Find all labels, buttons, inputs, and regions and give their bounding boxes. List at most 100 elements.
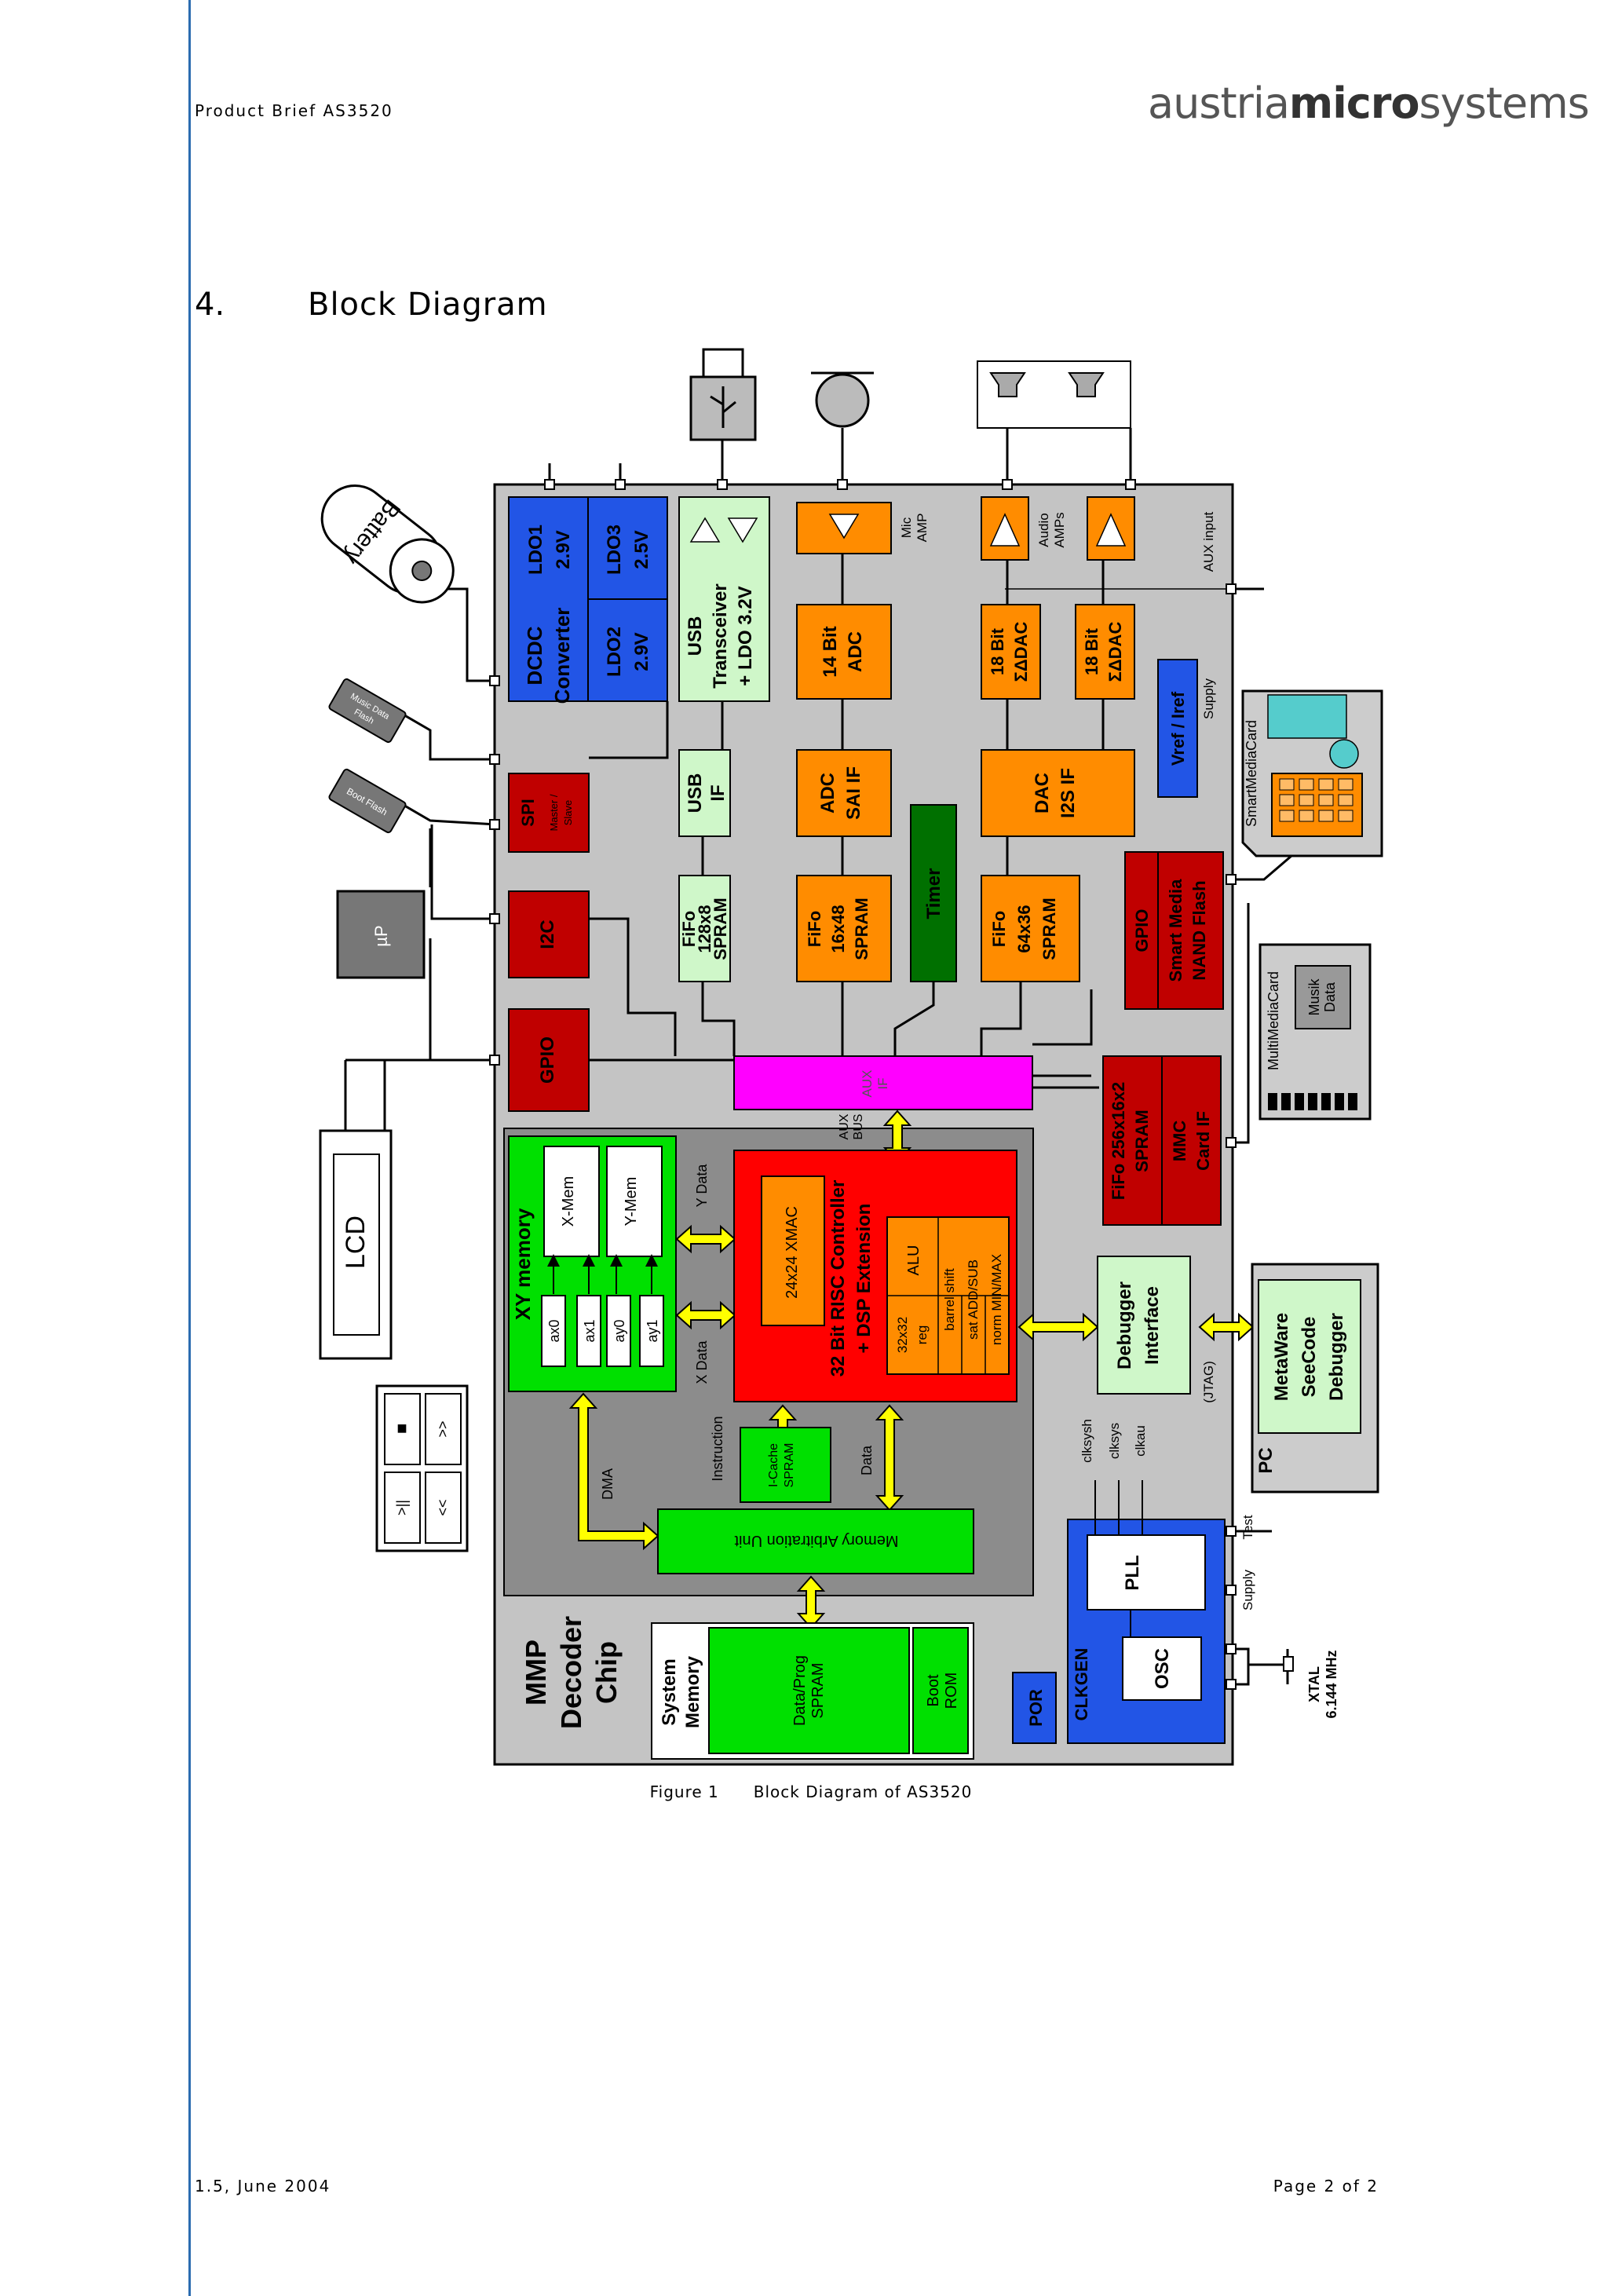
alu-func-2: sat ADD/SUB — [966, 1260, 981, 1340]
spi-block: SPI Master / Slave — [508, 773, 590, 853]
gpio-sm-label-2: Smart Media — [1166, 879, 1185, 982]
adc-14bit: 14 Bit ADC — [796, 604, 892, 700]
clkgen-label: CLKGEN — [1072, 1648, 1091, 1721]
xy-memory-label: XY memory — [511, 1208, 535, 1320]
ax1-label: ax1 — [582, 1319, 597, 1342]
battery: Battery — [320, 484, 455, 604]
margin-line — [188, 0, 191, 2296]
key-forward: >> — [435, 1420, 451, 1437]
usb-if: USB IF — [678, 749, 731, 837]
fifo64-label-2: 64x36 — [1014, 905, 1034, 952]
debugger-label-1: Debugger — [1114, 1281, 1135, 1369]
fifo64-label-3: SPRAM — [1039, 898, 1059, 960]
x-data-label: X Data — [694, 1340, 710, 1384]
footer-version: 1.5, June 2004 — [195, 2177, 331, 2195]
music-data-flash-chip: Music Data Flash — [328, 678, 407, 744]
fifo256-label-1: FiFo 256x16x2 — [1109, 1082, 1128, 1200]
xy-memory: XY memory X-Mem Y-Mem ax0 ax1 ay0 ay1 — [508, 1135, 677, 1392]
audio-amp-right — [1087, 496, 1135, 561]
footer-page: Page 2 of 2 — [1273, 2177, 1379, 2195]
dataprog-label-2: SPRAM — [809, 1662, 827, 1718]
alu-label: ALU — [905, 1245, 922, 1276]
company-logo: austriamicrosystems — [1148, 79, 1590, 128]
i2c-label: I2C — [537, 919, 558, 949]
bus-arrows — [568, 1110, 1255, 1629]
gpio-sm-label-3: NAND Flash — [1189, 880, 1209, 980]
xtal: XTAL 6.144 MHz — [1283, 1650, 1339, 1719]
usb-tx-label-3: + LDO 3.2V — [735, 586, 756, 686]
xtal-label-2: 6.144 MHz — [1324, 1650, 1339, 1718]
alu-func-1: barrel shift — [942, 1268, 957, 1331]
dma-label: DMA — [600, 1468, 616, 1500]
bootrom-label-1: Boot — [925, 1674, 942, 1707]
figure-label: Figure 1 — [649, 1782, 719, 1801]
pc-label: PC — [1255, 1447, 1277, 1473]
dac18a-label-1: 18 Bit — [988, 627, 1007, 675]
musik-label-2: Data — [1322, 982, 1338, 1012]
icache: I-Cache SPRAM — [740, 1427, 831, 1503]
fifo128-label-3: SPRAM — [711, 898, 730, 960]
fifo16-label-3: SPRAM — [852, 898, 871, 960]
clk-label-1: clksysh — [1080, 1419, 1094, 1463]
key-play-pause: >|| — [394, 1500, 410, 1515]
adc-sai-label-2: SAI IF — [843, 766, 864, 820]
usb-tx-label-2: Transceiver — [710, 583, 731, 688]
musik-label-1: Musik — [1306, 978, 1322, 1016]
figure-text: Block Diagram of AS3520 — [753, 1782, 973, 1801]
metaware-label-1: MetaWare — [1271, 1313, 1292, 1401]
clk-label-2: clksys — [1107, 1423, 1122, 1459]
ay1-label: ay1 — [645, 1319, 660, 1342]
spi-label-2: Master / — [548, 794, 560, 831]
multi-media-card: MultiMediaCard Musik Data — [1259, 943, 1372, 1121]
spi-label-1: SPI — [518, 799, 538, 826]
y-data-label: Y Data — [694, 1164, 710, 1208]
mau-label: Memory Arbitration Unit — [734, 1532, 898, 1549]
bootrom-label-2: ROM — [943, 1673, 960, 1709]
logo-part-1: austria — [1148, 79, 1290, 128]
ax0-label: ax0 — [546, 1319, 562, 1342]
logo-part-3: systems — [1419, 79, 1589, 128]
i2c-block: I2C — [508, 890, 590, 978]
risc-label-2: + DSP Extension — [853, 1204, 875, 1354]
debugger-interface: Debugger Interface (JTAG) — [1097, 1256, 1216, 1403]
supply-top-label: Supply — [1201, 678, 1216, 719]
dac-i2s-label-2: I2S IF — [1058, 768, 1079, 818]
ldo2-label-2: 2.9V — [631, 632, 652, 671]
icache-label-1: I-Cache — [767, 1443, 780, 1487]
mic-amp-label-1: Mic — [899, 517, 914, 538]
multi-media-card-label: MultiMediaCard — [1266, 971, 1281, 1070]
usb-transceiver: USB Transceiver + LDO 3.2V — [678, 496, 770, 702]
icache-label-2: SPRAM — [783, 1443, 796, 1488]
dataprog-label-1: Data/Prog — [791, 1655, 809, 1726]
ldo3-label-2: 2.5V — [631, 530, 652, 569]
test-label: Test — [1240, 1515, 1255, 1539]
mic-amp: Mic AMP — [796, 502, 930, 554]
xtal-label-1: XTAL — [1306, 1666, 1322, 1702]
risc-label-1: 32 Bit RISC Controller — [827, 1180, 849, 1377]
audio-amps-label-2: AMPs — [1052, 512, 1067, 547]
smart-media-card-label: SmartMediaCard — [1244, 720, 1259, 827]
fifo64-label-1: FiFo — [989, 911, 1009, 947]
dac-i2s-if: DAC I2S IF — [981, 749, 1135, 837]
fifo16-label-1: FiFo — [805, 911, 824, 947]
power-block: DCDC Converter LDO1 2.9V LDO3 2.5V LDO2 … — [508, 496, 668, 704]
internal-wires — [589, 554, 1105, 1089]
mmp-label-2: Decoder — [555, 1616, 587, 1729]
memory-arbitration-unit: Memory Arbitration Unit — [657, 1508, 974, 1574]
lcd-label: LCD — [341, 1216, 371, 1269]
x-mem-label: X-Mem — [560, 1176, 577, 1227]
mmp-label-1: MMP — [520, 1640, 552, 1706]
risc-controller: 24x24 XMAC 32 Bit RISC Controller + DSP … — [733, 1150, 1017, 1402]
dac18-right: 18 Bit ΣΔDAC — [1075, 604, 1135, 700]
clkgen: PLL OSC CLKGEN — [1067, 1480, 1226, 1744]
instruction-label: Instruction — [710, 1416, 725, 1481]
key-stop: ■ — [396, 1418, 407, 1438]
lcd-display: LCD — [319, 1129, 393, 1360]
ldo1-label-2: 2.9V — [553, 530, 574, 569]
usb-tx-label-1: USB — [685, 616, 706, 656]
dac18b-label-2: ΣΔDAC — [1105, 622, 1125, 682]
sysmem-label-1: System — [659, 1658, 680, 1725]
header-product-brief: Product Brief AS3520 — [195, 101, 393, 120]
vref-iref: Vref / Iref Supply — [1157, 659, 1216, 798]
